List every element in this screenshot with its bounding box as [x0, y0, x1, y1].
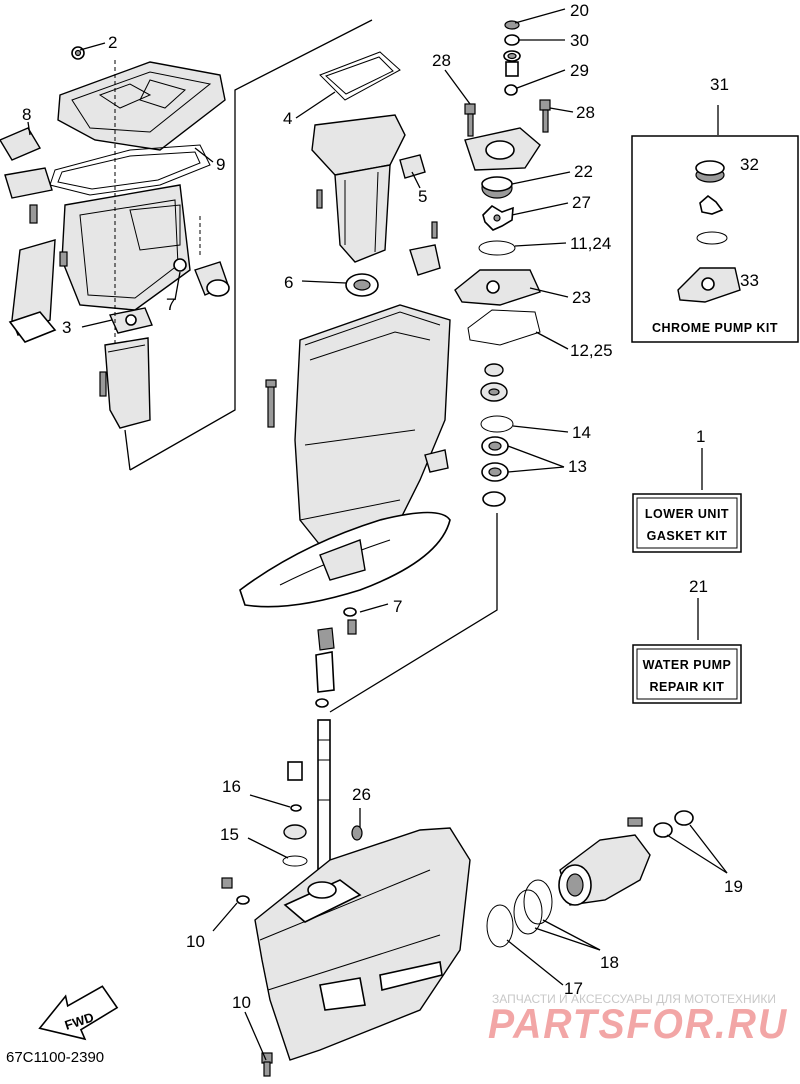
upper-casing-assembly: [0, 19, 373, 471]
callout-7b: 7: [393, 597, 402, 616]
callout-33: 33: [740, 271, 759, 290]
lower-unit-gasket-kit-box: 1 LOWER UNIT GASKET KIT: [632, 427, 742, 553]
lower-unit-kit-line1: LOWER UNIT: [645, 507, 729, 521]
fwd-arrow-icon: FWD: [38, 985, 119, 1041]
callout-labels: 2 8 9 4 5 6 7 3 7 20 30 29 28 28 22 27 1…: [22, 1, 743, 1012]
callout-11-24: 11,24: [570, 234, 611, 253]
callout-27: 27: [572, 193, 591, 212]
lower-gearcase-assembly: [221, 719, 694, 1077]
callout-32: 32: [740, 155, 759, 174]
watermark-subtitle: ЗАПЧАСТИ И АКСЕССУАРЫ ДЛЯ МОТОТЕХНИКИ: [492, 992, 776, 1006]
callout-14: 14: [572, 423, 591, 442]
chrome-pump-kit-title: CHROME PUMP KIT: [652, 321, 778, 335]
callout-10b: 10: [232, 993, 251, 1012]
callout-13: 13: [568, 457, 587, 476]
lower-unit-kit-line2: GASKET KIT: [647, 529, 728, 543]
callout-22: 22: [574, 162, 593, 181]
water-pump-kit-line2: REPAIR KIT: [650, 680, 725, 694]
kit-number-1: 1: [696, 427, 705, 446]
callout-23: 23: [572, 288, 591, 307]
callout-12-25: 12,25: [570, 341, 613, 360]
callout-30: 30: [570, 31, 589, 50]
callout-6: 6: [284, 273, 293, 292]
water-pump-kit-line1: WATER PUMP: [643, 658, 732, 672]
callout-10a: 10: [186, 932, 205, 951]
callout-28b: 28: [576, 103, 595, 122]
watermark-brand: PARTSFOR.RU: [488, 1000, 788, 1047]
callout-17: 17: [564, 979, 583, 998]
driveshaft-housing-assembly: [239, 51, 498, 713]
callout-7a: 7: [166, 295, 175, 314]
callout-19: 19: [724, 877, 743, 896]
callout-20: 20: [570, 1, 589, 20]
diagram-code: 67C1100-2390: [6, 1049, 104, 1066]
callout-29: 29: [570, 61, 589, 80]
callout-28a: 28: [432, 51, 451, 70]
callout-2: 2: [108, 33, 117, 52]
watermark: ЗАПЧАСТИ И АКСЕССУАРЫ ДЛЯ МОТОТЕХНИКИ PA…: [488, 992, 788, 1047]
callout-3: 3: [62, 318, 71, 337]
chrome-pump-kit-box: 31 32 33 CHROME PUMP KIT: [631, 75, 799, 343]
callout-18: 18: [600, 953, 619, 972]
water-pump-assembly: [454, 20, 551, 507]
kit-number-31: 31: [710, 75, 729, 94]
water-pump-repair-kit-box: 21 WATER PUMP REPAIR KIT: [632, 577, 742, 704]
callout-8: 8: [22, 105, 31, 124]
callout-4: 4: [283, 109, 292, 128]
callout-9: 9: [216, 155, 225, 174]
callout-26: 26: [352, 785, 371, 804]
callout-15: 15: [220, 825, 239, 844]
leader-lines: [27, 8, 739, 1061]
callout-5: 5: [418, 187, 427, 206]
kit-number-21: 21: [689, 577, 708, 596]
callout-16: 16: [222, 777, 241, 796]
